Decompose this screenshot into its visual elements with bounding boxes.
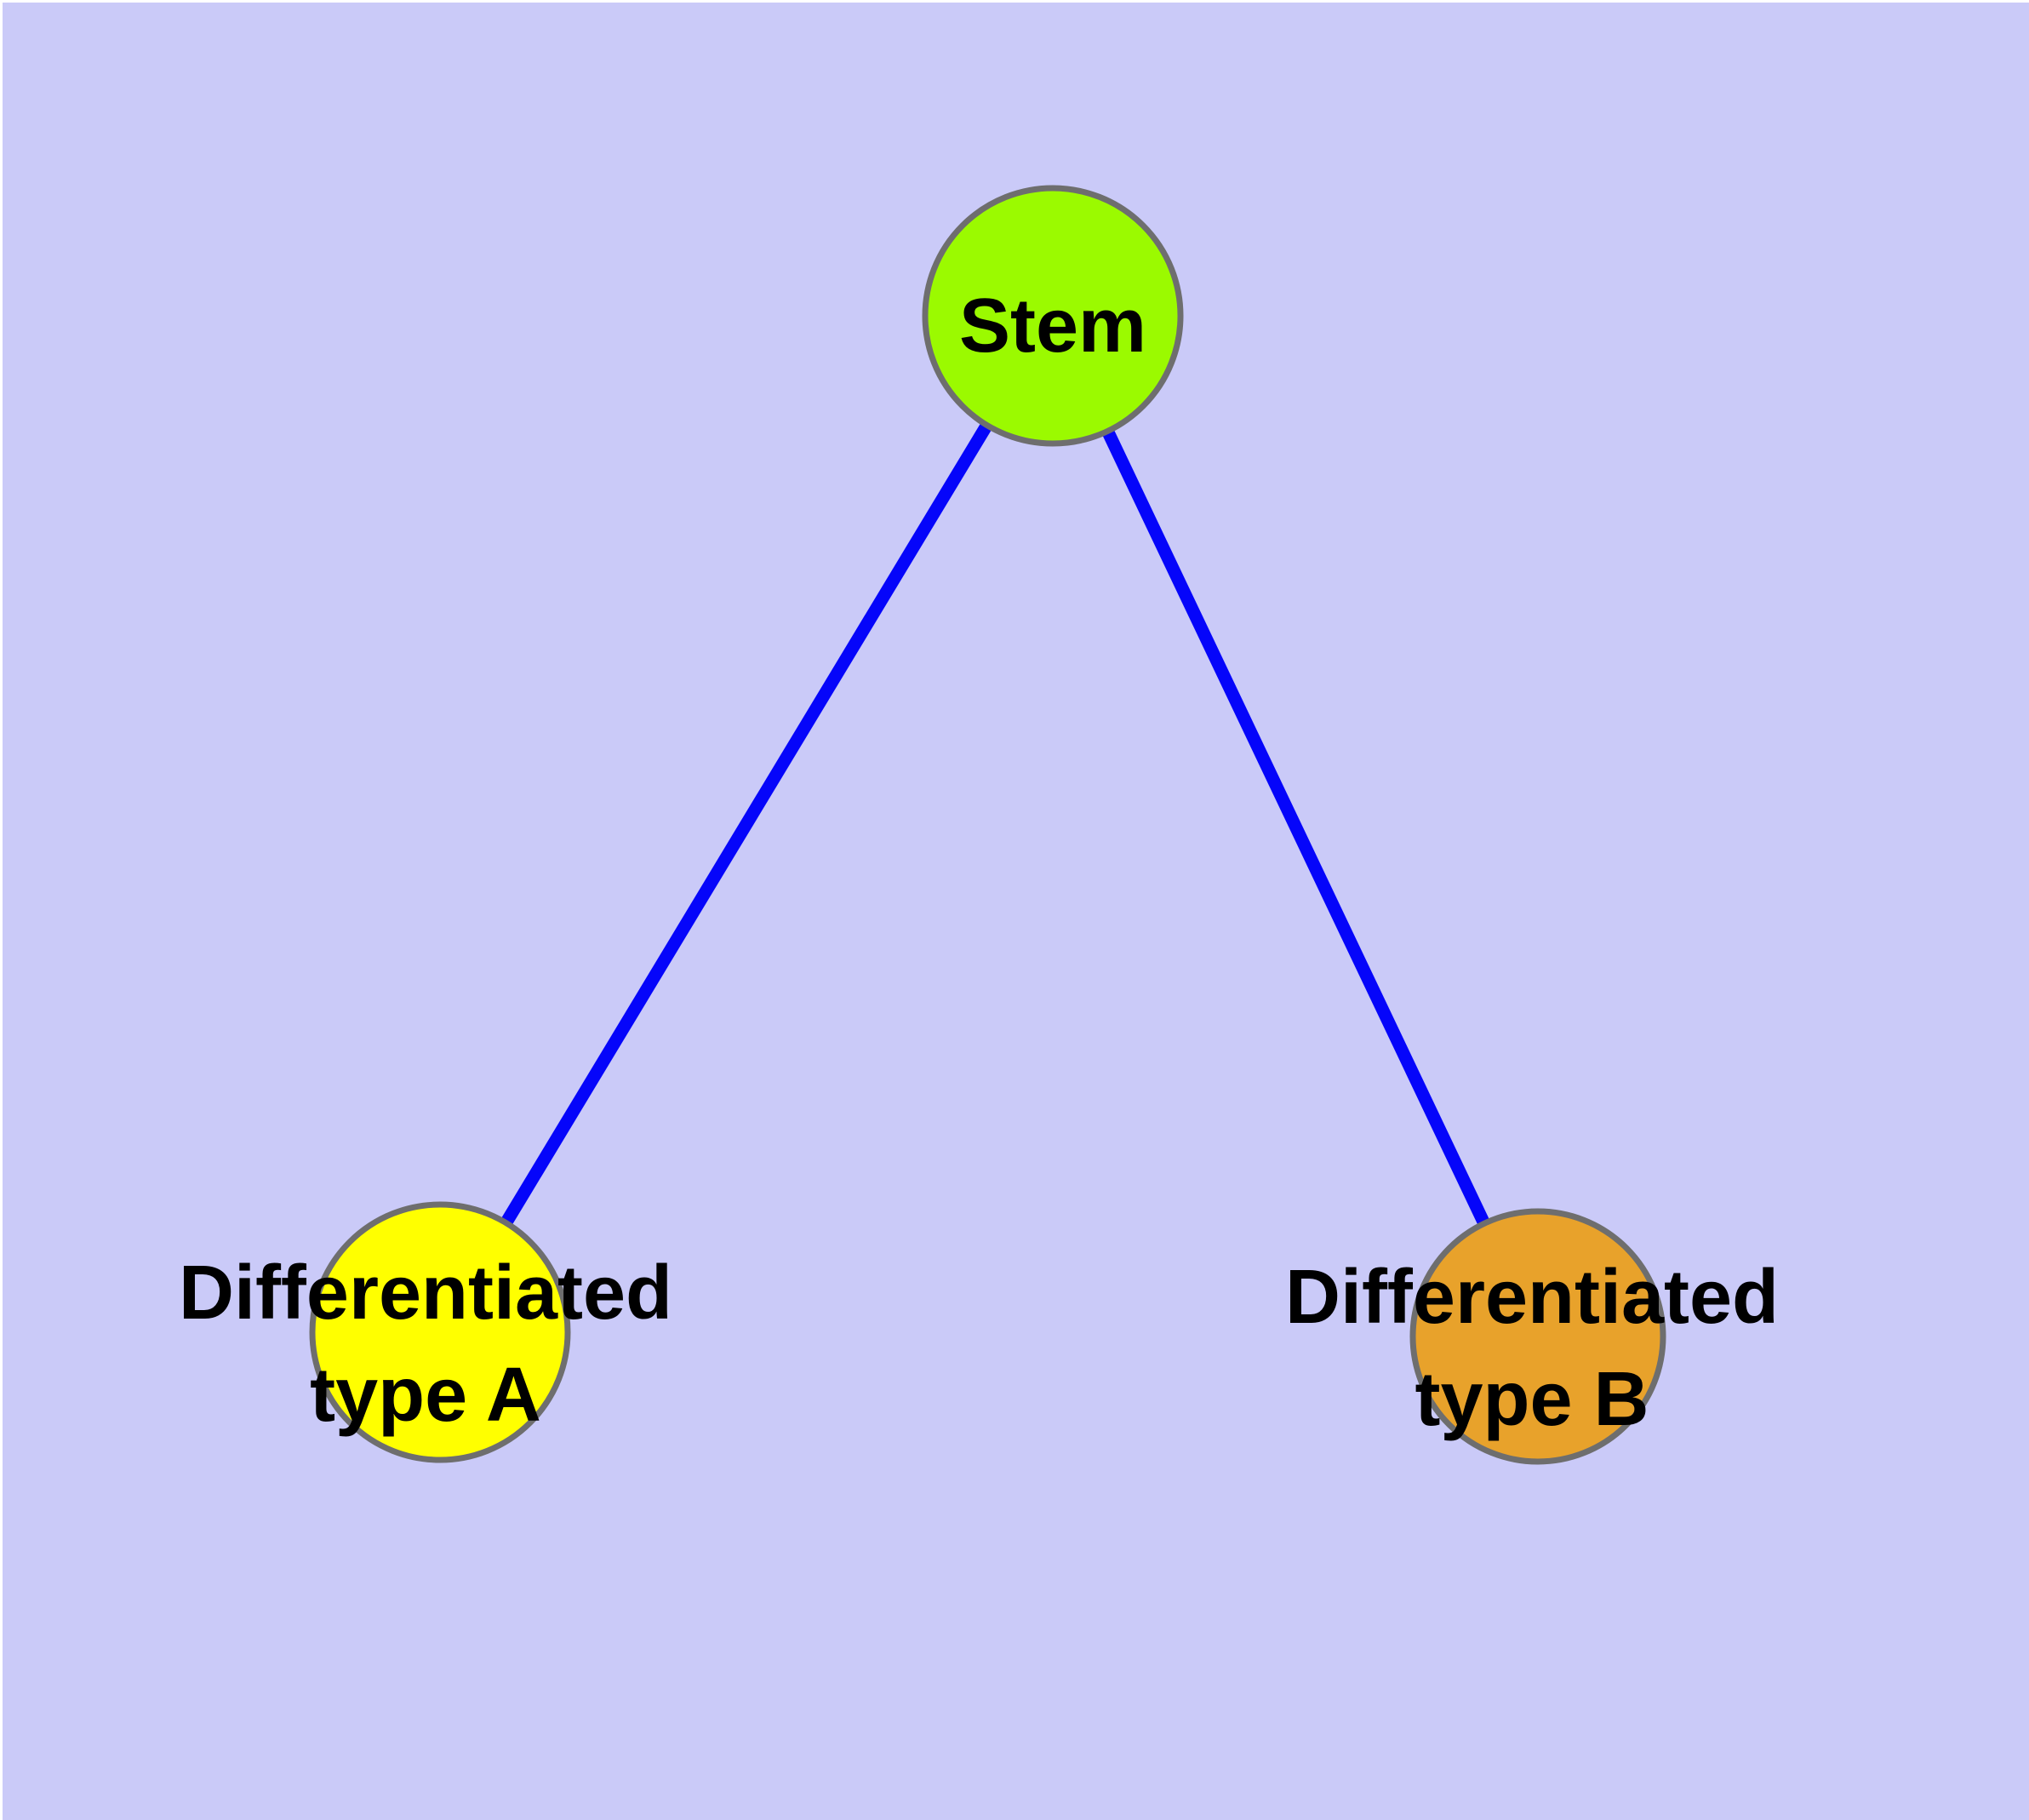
node-stem [922,185,1184,447]
edge-stem-diff-b [1047,312,1544,1340]
node-label-diff-b-line1: Differentiated [1285,1255,1779,1340]
edge-stem-diff-a [434,312,1059,1336]
node-diff-a [309,1201,571,1463]
node-label-diff-a-line2: type A [310,1353,541,1438]
node-label-stem-line1: Stem [959,283,1146,369]
node-diff-b [1409,1208,1666,1465]
node-label-diff-b-line2: type B [1415,1357,1649,1442]
node-label-diff-a-line1: Differentiated [179,1251,672,1336]
